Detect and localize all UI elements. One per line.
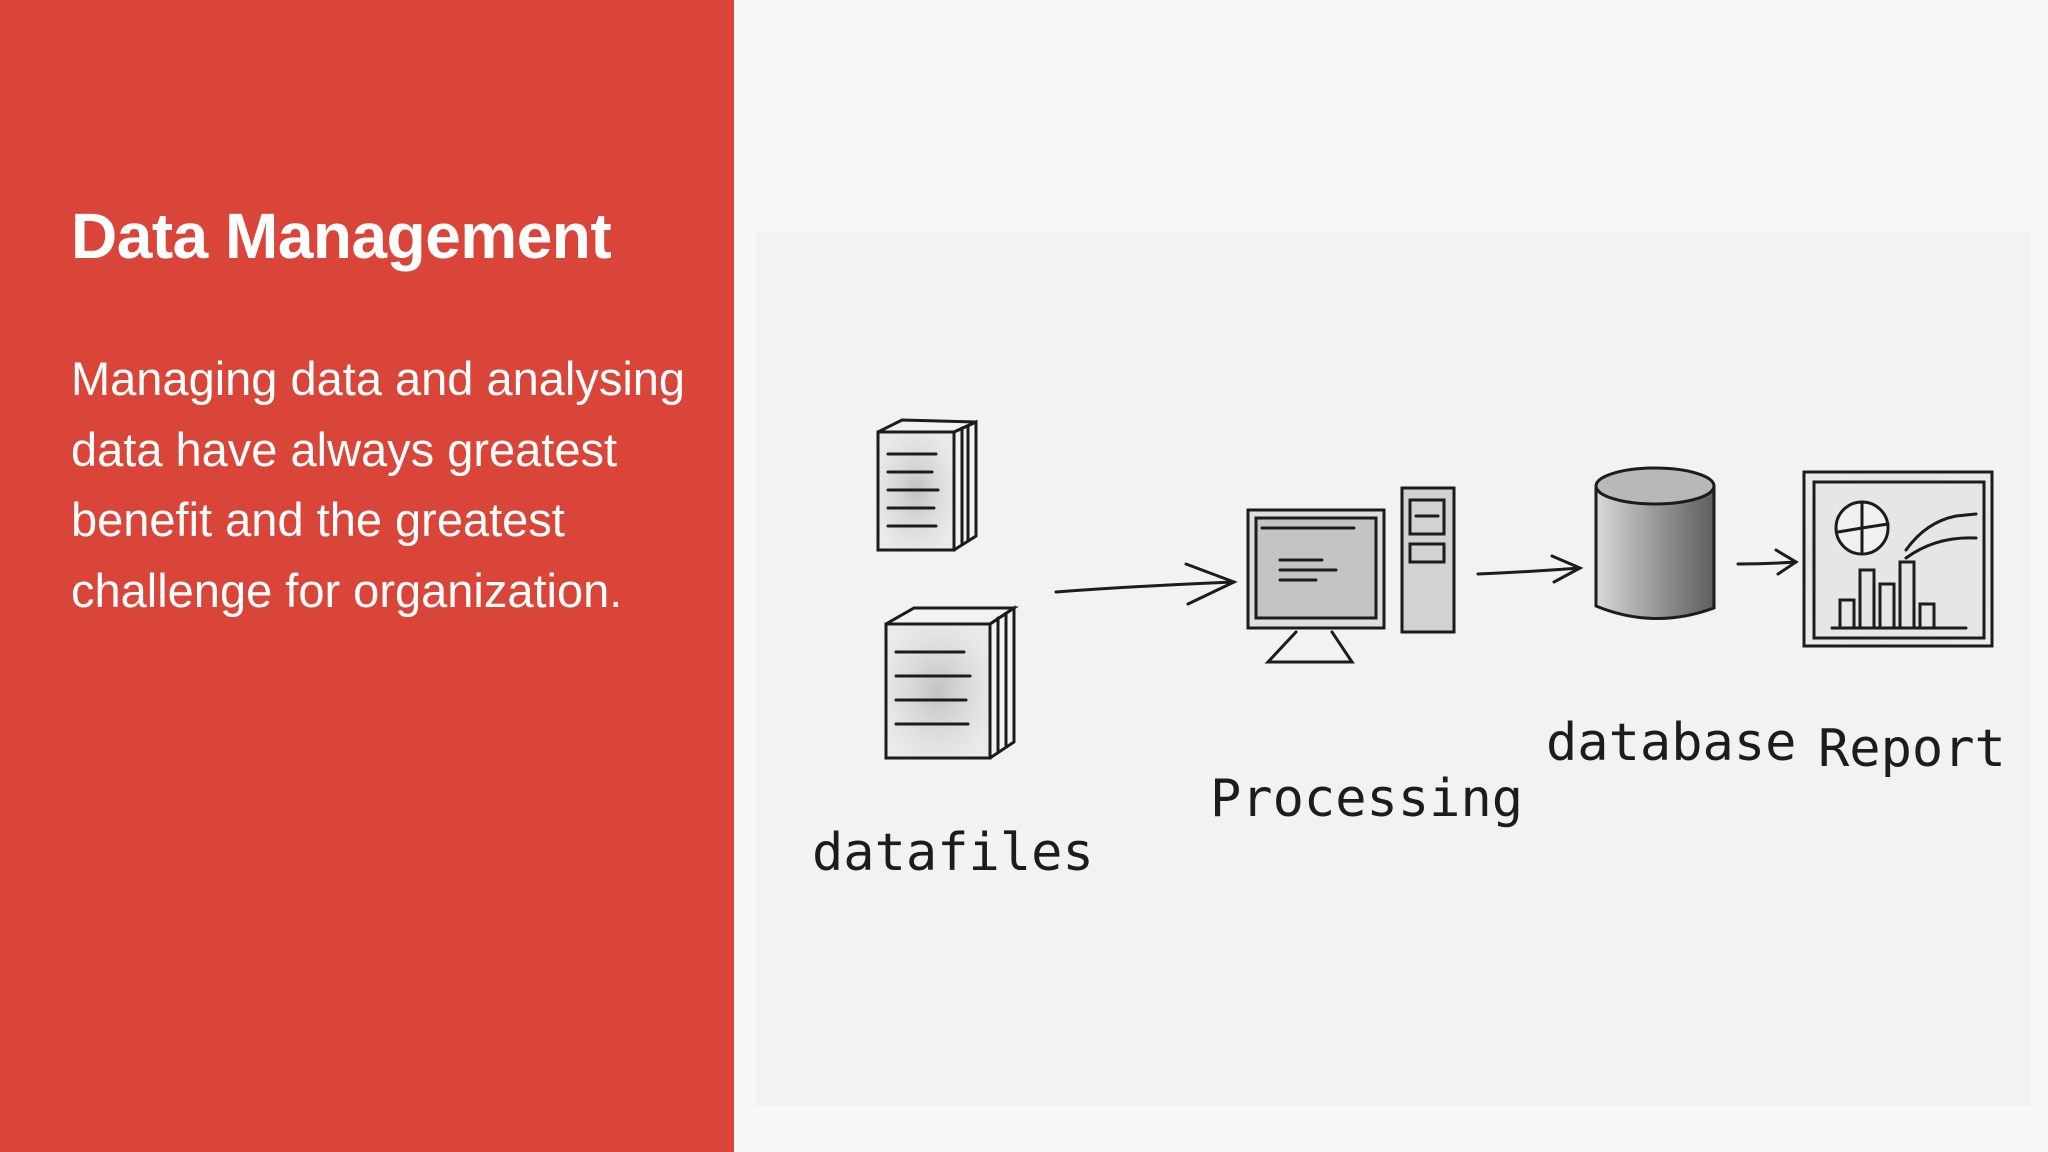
datafile-server-icon [884, 605, 1019, 760]
arrow-icon [1054, 562, 1238, 606]
computer-icon [1246, 486, 1456, 664]
title-panel: Data Management Managing data and analys… [0, 0, 734, 1152]
arrow-icon [1736, 548, 1799, 576]
data-flow-sketch: datafiles Processing database Report [756, 232, 2030, 1106]
report-icon [1802, 470, 1994, 648]
label-datafiles: datafiles [812, 823, 1094, 883]
label-report: Report [1818, 719, 2006, 779]
sketch-drawing: datafiles Processing database Report [812, 418, 2006, 883]
label-database: database [1546, 713, 1796, 773]
slide-body-text: Managing data and analysing data have al… [71, 352, 686, 617]
slide-title: Data Management [71, 200, 612, 272]
database-icon [1594, 466, 1716, 620]
datafile-server-icon [876, 418, 978, 552]
arrow-icon [1476, 554, 1584, 584]
label-processing: Processing [1210, 769, 1523, 829]
